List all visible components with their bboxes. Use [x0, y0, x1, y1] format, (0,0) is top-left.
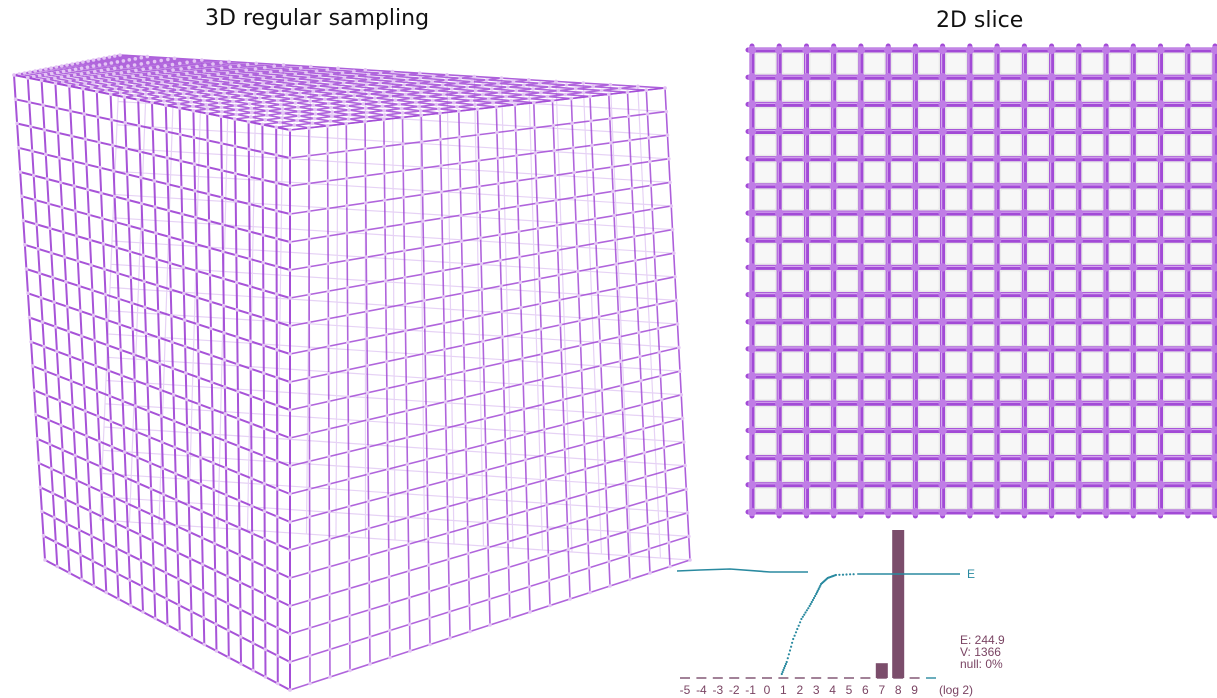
tick-label: 8	[895, 683, 902, 697]
tick-label: -5	[680, 683, 691, 697]
tick-label: 2	[796, 683, 803, 697]
stat-vertices: V: 1366	[960, 645, 1001, 659]
cube-front-face-nodes	[12, 73, 292, 692]
legend-label-e: E	[967, 567, 975, 581]
cube-lattice-render	[12, 53, 692, 692]
cube-top-face-nodes	[12, 53, 667, 132]
tick-label: 3	[813, 683, 820, 697]
tick-label: 9	[911, 683, 918, 697]
slice-lattice-render	[745, 43, 1217, 519]
histogram-bar-8	[892, 530, 905, 678]
tick-label: -2	[729, 683, 740, 697]
slice-cells	[756, 54, 1211, 508]
energy-flat-curve	[676, 568, 808, 573]
title-2d-slice: 2D slice	[936, 8, 1024, 33]
tick-label: -4	[696, 683, 707, 697]
tick-label: 6	[862, 683, 869, 697]
cumulative-curve	[780, 573, 855, 676]
title-3d-regular-sampling: 3D regular sampling	[205, 6, 430, 31]
tick-label: -1	[745, 683, 756, 697]
tick-label: -3	[712, 683, 723, 697]
slice-grid-nodes	[747, 45, 1217, 517]
stat-null: null: 0%	[960, 657, 1003, 671]
tick-label: 4	[829, 683, 836, 697]
scale-label: (log 2)	[939, 683, 973, 697]
slice-grid-lines	[745, 43, 1217, 519]
tick-label: 5	[846, 683, 853, 697]
tick-label: 7	[878, 683, 885, 697]
tick-label: 1	[780, 683, 787, 697]
histogram-bar-7	[875, 663, 888, 678]
stat-energy: E: 244.9	[960, 633, 1005, 647]
slice-grid-highlights	[750, 48, 1215, 512]
tick-label: 0	[764, 683, 771, 697]
